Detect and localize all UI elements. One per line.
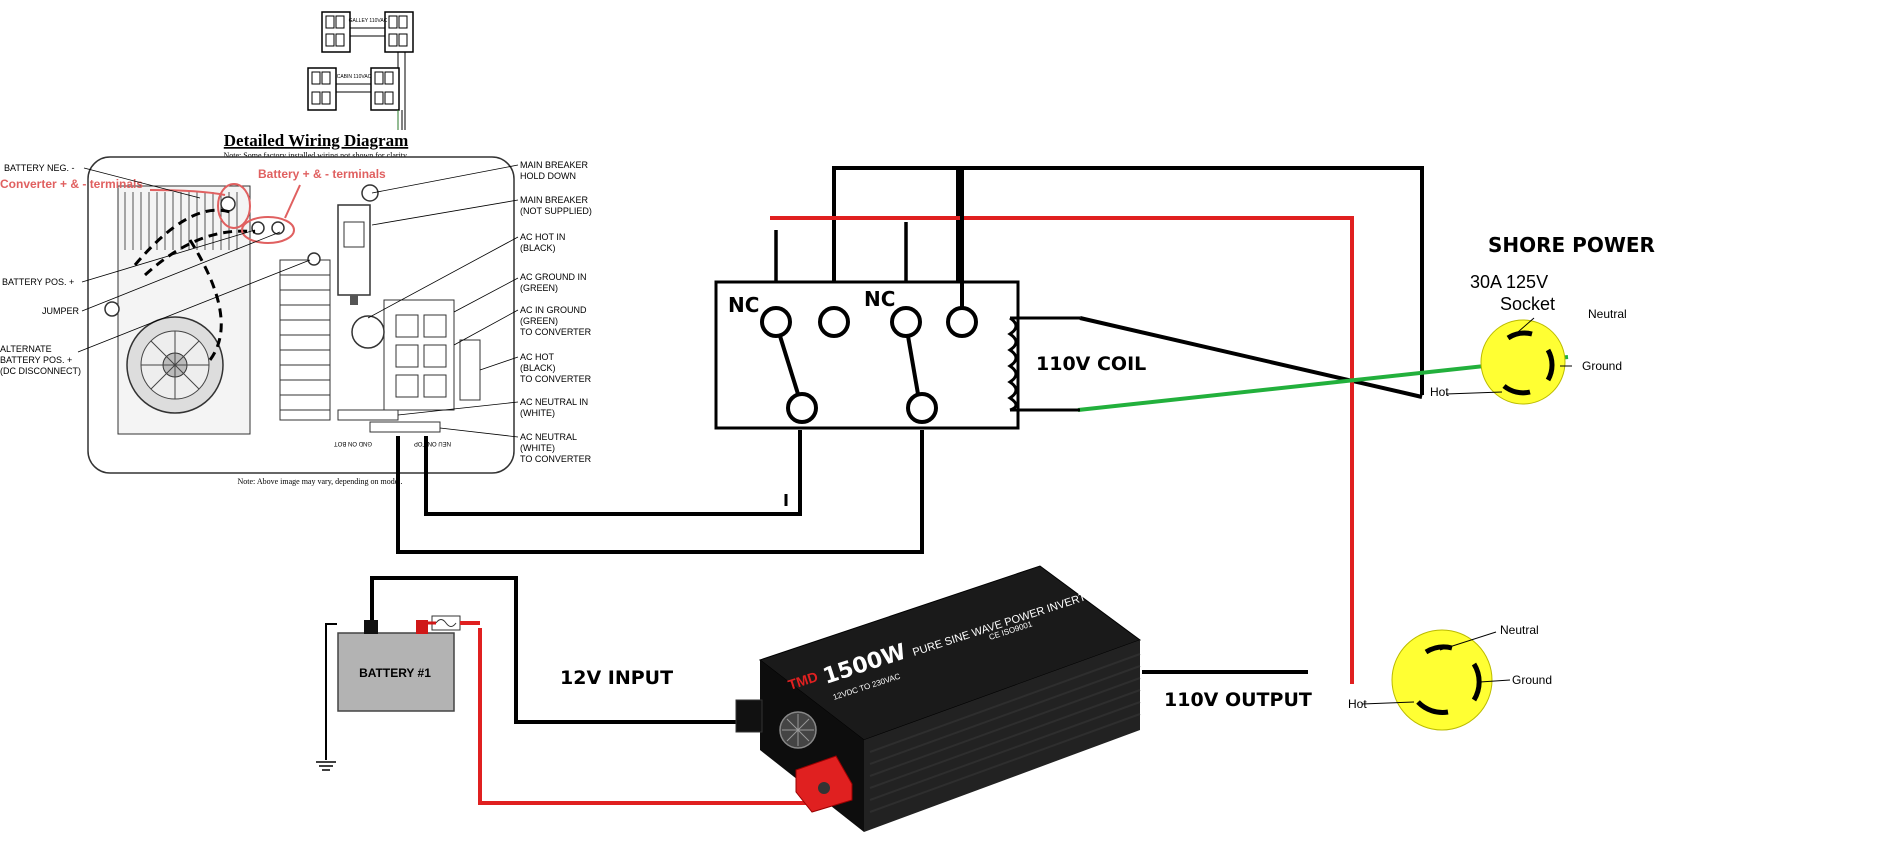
cabin-outlet-group: CABIN 110VAC (307, 52, 406, 130)
shore-power-title: SHORE POWER (1488, 233, 1655, 257)
wire-battery-positive (478, 628, 812, 805)
output-hot-label: Hot (1348, 697, 1367, 711)
label-dc-disconnect: (DC DISCONNECT) (0, 366, 81, 376)
relay-nc-label-2: NC (864, 287, 895, 311)
label-ac-hot: AC HOT (520, 352, 555, 362)
branch-breakers (279, 259, 331, 421)
label-ac-neutral-3: TO CONVERTER (520, 454, 592, 464)
label-main-breaker-hold-2: HOLD DOWN (520, 171, 576, 181)
black-wires (325, 166, 1424, 760)
cabin-outlet-label: CABIN 110VAC (337, 74, 372, 80)
panel-title: Detailed Wiring Diagram (224, 131, 408, 150)
battery-positive-terminal (416, 620, 428, 634)
relay-contact-nc-1 (760, 306, 792, 338)
converter-terminals-highlight (217, 183, 251, 229)
relay-contact-2 (818, 306, 850, 338)
relay: NC NC 110V COIL (714, 168, 1146, 430)
annotation-battery-terminals: Battery + & - terminals (258, 167, 386, 181)
distribution-panel-diagram: Detailed Wiring Diagram Note: Some facto… (0, 131, 592, 486)
label-ac-in-ground-2: (GREEN) (520, 316, 558, 326)
relay-body (714, 280, 1020, 430)
label-ac-hot-2: (BLACK) (520, 363, 556, 373)
label-ac-in-ground-3: TO CONVERTER (520, 327, 592, 337)
output-label: 110V OUTPUT (1164, 689, 1312, 711)
wire-shore-hot-top (832, 166, 1424, 395)
label-ac-hot-3: TO CONVERTER (520, 374, 592, 384)
label-main-breaker-hold: MAIN BREAKER (520, 160, 589, 170)
shore-socket-face (1480, 319, 1566, 405)
label-ac-ground-in: AC GROUND IN (520, 272, 587, 282)
inverter-output-socket: Neutral Ground Hot (1348, 623, 1552, 731)
wire-battery-ground (325, 623, 337, 760)
label-ac-hot-in: AC HOT IN (520, 232, 565, 242)
output-socket-face (1391, 629, 1493, 731)
output-neutral-label: Neutral (1500, 623, 1539, 637)
label-ac-in-ground: AC IN GROUND (520, 305, 587, 315)
relay-nc-label-1: NC (728, 293, 759, 317)
main-breaker (337, 204, 371, 296)
bus-label-ground: GND ON BOT (334, 440, 372, 446)
battery: BATTERY #1 (337, 615, 480, 712)
relay-contact-nc-2 (890, 306, 922, 338)
input-label: 12V INPUT (560, 667, 673, 689)
wire-coil-to-hot (1079, 316, 1423, 399)
relay-common-1 (786, 392, 818, 424)
bus-bar-neutral (369, 421, 441, 433)
label-alternate: ALTERNATE (0, 344, 52, 354)
bus-bar-ground (337, 409, 399, 421)
battery-negative-terminal (364, 620, 378, 634)
label-main-breaker: MAIN BREAKER (520, 195, 589, 205)
panel-note-bottom: Note: Above image may vary, depending on… (238, 477, 403, 486)
label-ac-ground-in-2: (GREEN) (520, 283, 558, 293)
label-jumper: JUMPER (42, 306, 80, 316)
wire-battery-negative (370, 576, 742, 724)
shore-hot-label: Hot (1430, 385, 1449, 399)
output-ground-label: Ground (1512, 673, 1552, 687)
label-ac-neutral: AC NEUTRAL (520, 432, 577, 442)
power-inverter: TMD 1500W 12VDC TO 230VAC PURE SINE WAVE… (735, 565, 1142, 832)
label-ac-neutral-in-2: (WHITE) (520, 408, 555, 418)
wire-common-2 (396, 430, 924, 554)
shore-ground-label: Ground (1582, 359, 1622, 373)
label-ac-neutral-in: AC NEUTRAL IN (520, 397, 588, 407)
label-battery-pos: BATTERY POS. + (2, 277, 74, 287)
inverter-negative-terminal (735, 699, 763, 733)
inverter-side (864, 640, 1140, 832)
galley-outlet-group: GALLEY 110VAC (321, 11, 414, 53)
shore-power-rating: 30A 125V (1470, 272, 1548, 292)
battery-body (337, 632, 455, 712)
annotation-converter-terminals: Converter + & - terminals (0, 177, 143, 191)
battery-terminals-highlight (241, 216, 295, 244)
panel-note-top: Note: Some factory installed wiring not … (224, 151, 409, 160)
relay-contact-4 (946, 306, 978, 338)
label-ac-hot-in-2: (BLACK) (520, 243, 556, 253)
label-battery-neg: BATTERY NEG. - (4, 163, 75, 173)
wire-common-1 (424, 430, 802, 516)
shore-neutral-label: Neutral (1588, 307, 1627, 321)
label-ac-neutral-2: (WHITE) (520, 443, 555, 453)
label-alternate-battery-pos: BATTERY POS. + (0, 355, 72, 365)
label-main-breaker-2: (NOT SUPPLIED) (520, 206, 592, 216)
battery-label: BATTERY #1 (359, 666, 431, 680)
relay-common-2 (906, 392, 938, 424)
relay-coil-icon (1007, 316, 1080, 412)
ground-symbol-icon (316, 761, 336, 771)
shore-power-socket: SHORE POWER 30A 125V Socket Neutral Grou… (1430, 233, 1655, 405)
relay-coil-label: 110V COIL (1036, 353, 1146, 375)
galley-outlet-label: GALLEY 110VAC (349, 18, 388, 24)
shore-power-socket-label: Socket (1500, 294, 1555, 314)
bus-label-neutral: NEU ON TOP (414, 440, 451, 446)
